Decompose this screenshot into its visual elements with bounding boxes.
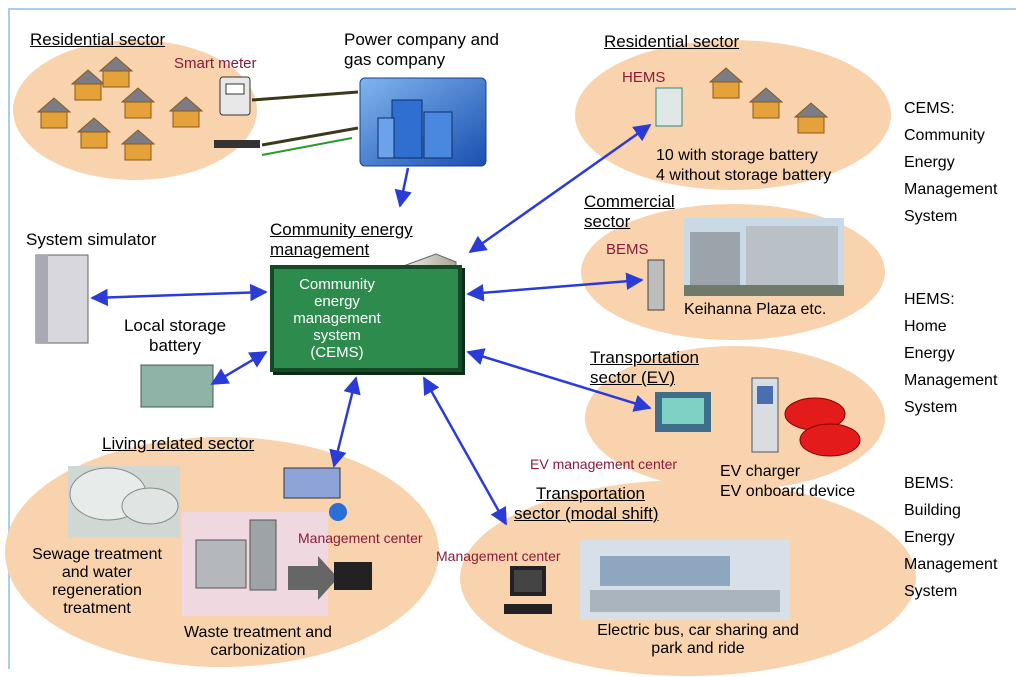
- legend-bems-0: BEMS:: [904, 475, 954, 492]
- cems-line-4: system: [313, 327, 361, 344]
- legend-hems-1: Home: [904, 318, 947, 335]
- modal-desc-label-2: park and ride: [651, 640, 745, 657]
- local-storage-graphic: [140, 364, 214, 408]
- legend-cems-2: Energy: [904, 154, 955, 171]
- legend-bems-3: Management: [904, 556, 998, 573]
- bems-label: BEMS: [606, 241, 649, 258]
- legend-cems-4: System: [904, 208, 958, 225]
- storage-without-label: 4 without storage battery: [656, 167, 832, 184]
- living-center-graphic: [283, 467, 347, 521]
- cems-box: [270, 265, 462, 372]
- arrow-simulator: [90, 283, 268, 307]
- modal-desc-label-1: Electric bus, car sharing and: [597, 622, 799, 639]
- waste-plant-graphic: [182, 512, 372, 616]
- commercial-title-1: Commercial: [584, 192, 675, 211]
- legend-hems-2: Energy: [904, 345, 955, 362]
- system-simulator-label: System simulator: [26, 230, 157, 249]
- transport-ev-ellipse: [585, 346, 885, 490]
- cems-line-5: (CEMS): [310, 344, 364, 361]
- cems-line-3: management: [293, 310, 381, 327]
- transport-modal-title-2: sector (modal shift): [514, 504, 659, 523]
- living-center-label: Management center: [298, 530, 423, 546]
- keihanna-plaza-photo: [684, 218, 844, 296]
- bems-device-graphic: [647, 259, 665, 311]
- keihanna-label: Keihanna Plaza etc.: [684, 301, 827, 318]
- arrow-ev: [466, 348, 652, 412]
- legend-cems-3: Management: [904, 181, 998, 198]
- local-storage-label-2: battery: [149, 336, 201, 355]
- arrow-bems: [466, 272, 644, 302]
- hems-device-graphic: [655, 87, 683, 127]
- house-group-right: [708, 67, 829, 134]
- living-title: Living related sector: [102, 434, 255, 453]
- cems-line-1: Community: [299, 276, 375, 293]
- legend-hems: HEMS: Home Energy Management System: [904, 286, 997, 421]
- smart-meter-device: [214, 76, 359, 156]
- community-title-1: Community energy: [270, 220, 413, 239]
- legend-bems-2: Energy: [904, 529, 955, 546]
- legend-cems-1: Community: [904, 127, 985, 144]
- storage-with-label: 10 with storage battery: [656, 147, 818, 164]
- modal-shift-photo: [580, 540, 790, 620]
- modal-center-label: Management center: [436, 548, 561, 564]
- system-simulator-graphic: [35, 254, 89, 344]
- cems-line-2: energy: [314, 293, 360, 310]
- community-title-2: management: [270, 240, 370, 259]
- modal-center-computer: [504, 566, 552, 614]
- transport-ev-title-2: sector (EV): [590, 368, 676, 387]
- residential-left-title: Residential sector: [30, 30, 166, 49]
- cems-box-label: Community energy management system (CEMS…: [278, 276, 396, 361]
- sewage-label-2: and water: [61, 564, 133, 581]
- ev-onboard-label: EV onboard device: [720, 483, 856, 500]
- residential-right-ellipse: [575, 40, 891, 190]
- ev-car-graphic: [784, 397, 861, 457]
- power-company-label-2: gas company: [344, 50, 446, 69]
- arrow-hems: [468, 123, 652, 254]
- ev-center-label: EV management center: [530, 456, 678, 472]
- legend-hems-3: Management: [904, 372, 998, 389]
- sewage-label-3: regeneration: [52, 582, 142, 599]
- arrow-storage: [210, 350, 268, 386]
- legend-bems: BEMS: Building Energy Management System: [904, 470, 997, 605]
- diagram-frame: [8, 8, 1016, 669]
- arrow-living: [329, 376, 361, 468]
- smart-meter-label: Smart meter: [174, 55, 257, 72]
- legend-hems-4: System: [904, 399, 958, 416]
- ev-center-graphic: [655, 392, 711, 432]
- transport-modal-title-1: Transportation: [536, 484, 645, 503]
- connection-arrows: [90, 123, 652, 526]
- legend-cems: CEMS: Community Energy Management System: [904, 95, 997, 230]
- arrow-power: [394, 167, 412, 208]
- local-storage-label-1: Local storage: [123, 316, 227, 335]
- waste-label-1: Waste treatment and: [184, 624, 332, 641]
- house-group-left: [36, 56, 204, 161]
- arrow-modal: [422, 376, 508, 526]
- legend-cems-0: CEMS:: [904, 100, 955, 117]
- legend-hems-0: HEMS:: [904, 291, 955, 308]
- transport-ev-title-1: Transportation: [590, 348, 699, 367]
- waste-label-2: carbonization: [210, 642, 306, 659]
- legend-bems-4: System: [904, 583, 958, 600]
- legend-bems-1: Building: [904, 502, 961, 519]
- sewage-label-4: treatment: [63, 600, 131, 617]
- residential-right-title: Residential sector: [604, 32, 740, 51]
- sewage-label-1: Sewage treatment: [32, 546, 162, 563]
- power-company-graphic: [359, 77, 487, 167]
- sewage-tank-graphic: [68, 466, 180, 538]
- ev-charger-graphic: [751, 377, 779, 453]
- power-company-label-1: Power company and: [344, 30, 499, 49]
- hems-label: HEMS: [622, 69, 666, 86]
- ev-charger-label: EV charger: [720, 463, 801, 480]
- commercial-title-2: sector: [584, 212, 631, 231]
